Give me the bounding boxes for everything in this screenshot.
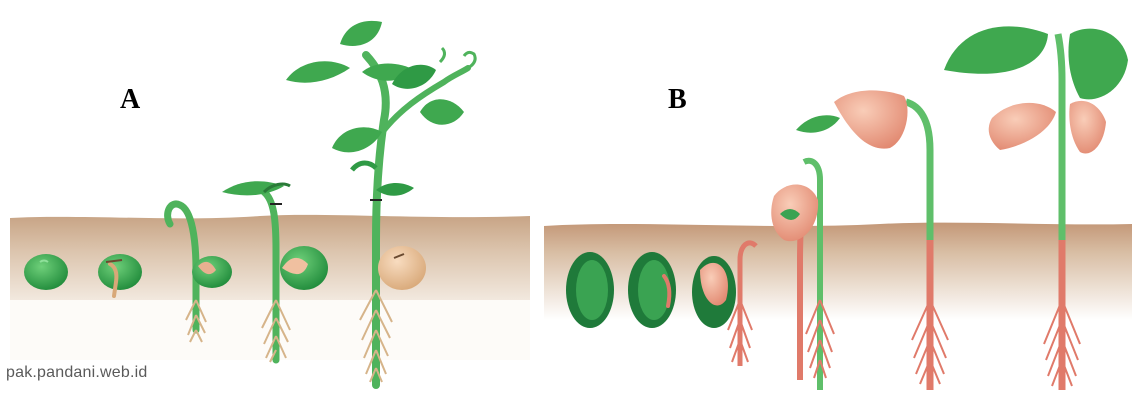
panel-label-a: A [120, 84, 140, 116]
bean-stage-1 [566, 252, 614, 328]
seed-stage-1 [24, 254, 68, 290]
watermark-text: pak.pandani.web.id [6, 364, 147, 382]
bean-stage-6 [944, 26, 1128, 390]
panel-a [10, 21, 530, 385]
bean-stage-2 [628, 252, 676, 328]
panel-label-b: B [668, 84, 687, 116]
panel-b [544, 26, 1132, 390]
